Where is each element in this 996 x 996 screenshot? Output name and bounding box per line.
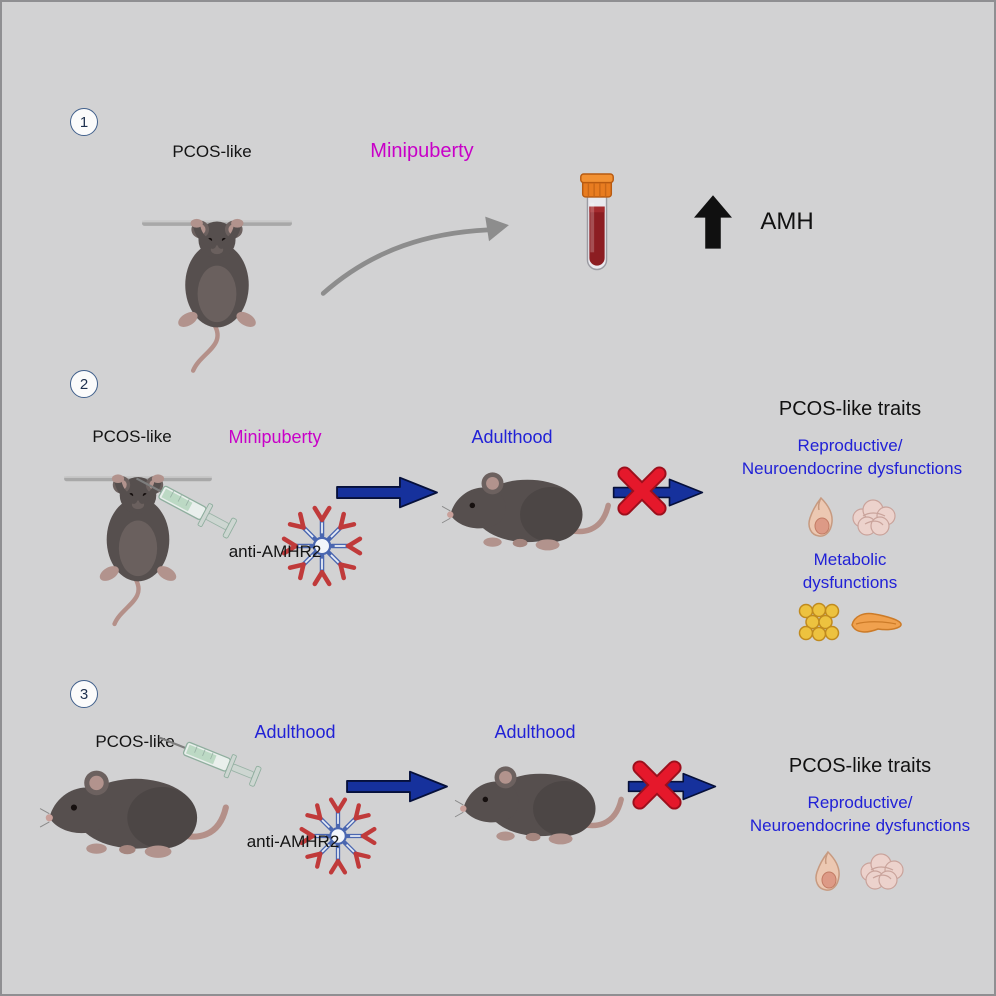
trait-line: Reproductive/ <box>797 436 903 455</box>
outcome-stage-label: Adulthood <box>471 427 553 447</box>
blood-tube-icon <box>576 172 618 282</box>
antibody-label: anti-AMHR2 <box>246 832 340 851</box>
stage-label: Minipuberty <box>370 140 474 162</box>
step-number: 1 <box>79 113 89 131</box>
antibody-icon <box>248 746 338 836</box>
mouse-adult-icon <box>439 454 614 555</box>
traits-title: PCOS-like traits <box>788 755 932 777</box>
step-number-badge: 1 <box>70 108 98 136</box>
mouse-pup-restrained-icon <box>142 194 292 384</box>
pancreas-icon <box>848 608 904 638</box>
right-arrow-icon <box>345 768 449 805</box>
subject-label: PCOS-like <box>92 427 172 446</box>
step-number: 3 <box>79 685 89 703</box>
subject-label: PCOS-like <box>172 142 252 161</box>
antibody-label: anti-AMHR2 <box>228 542 322 561</box>
trait-line: Neuroendocrine dysfunctions <box>749 816 971 835</box>
pituitary-icon <box>808 848 848 894</box>
brain-icon <box>849 498 899 538</box>
brain-icon <box>857 852 907 892</box>
up-arrow-icon <box>694 195 732 249</box>
trait-line: Neuroendocrine dysfunctions <box>741 459 963 478</box>
mouse-adult-icon <box>452 748 627 849</box>
stage-label: Adulthood <box>254 722 336 742</box>
traits-title: PCOS-like traits <box>778 398 922 420</box>
step-number: 2 <box>79 375 89 393</box>
red-cross-icon <box>616 465 668 517</box>
adipose-tissue-icon <box>797 602 841 642</box>
trait-line: Metabolic <box>813 550 887 569</box>
trait-line: Reproductive/ <box>807 793 913 812</box>
right-arrow-icon <box>335 474 439 511</box>
step-number-badge: 3 <box>70 680 98 708</box>
subject-label: PCOS-like <box>95 732 175 751</box>
trait-line: dysfunctions <box>802 573 898 592</box>
outcome-stage-label: Adulthood <box>494 722 576 742</box>
antibody-icon <box>228 452 322 546</box>
hormone-label: AMH <box>760 208 814 235</box>
red-cross-icon <box>631 759 683 811</box>
step-number-badge: 2 <box>70 370 98 398</box>
curved-arrow-icon <box>317 210 517 300</box>
stage-label: Minipuberty <box>228 427 322 447</box>
pituitary-icon <box>801 494 841 540</box>
